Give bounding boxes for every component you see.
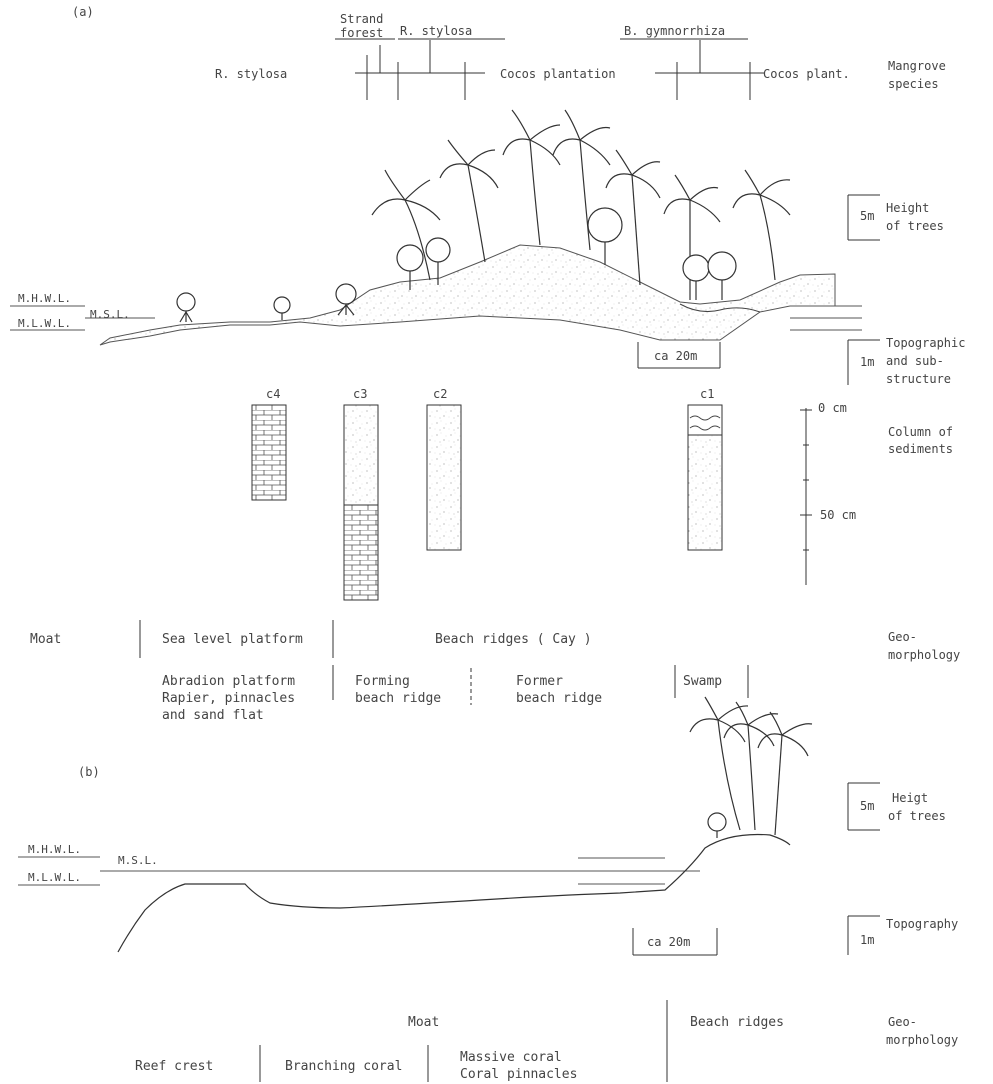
shrub-icon: [708, 813, 726, 838]
geo-forming-label: Forming: [355, 674, 410, 689]
height-scale-value-a: 5m: [860, 209, 874, 223]
trees-group-b: [690, 697, 812, 838]
core-label-c3: c3: [353, 387, 367, 401]
broadleaf-tree-icon: [588, 208, 622, 265]
geo-axis-label-b: Geo-: [888, 1015, 917, 1029]
geo-branching-coral-label: Branching coral: [285, 1059, 402, 1074]
sediment-column-axis-label: Column of: [888, 425, 953, 439]
geo-abrasion-label: Abradion platform: [162, 674, 295, 689]
msl-label-a: M.S.L.: [90, 308, 130, 321]
geo-swamp-label: Swamp: [683, 674, 722, 689]
topo-scale-label-a-2: and sub-: [886, 354, 944, 368]
distance-scale-label-b: ca 20m: [647, 935, 690, 949]
mhwl-label-b: M.H.W.L.: [28, 843, 81, 856]
topo-scale-label-b: Topography: [886, 917, 958, 931]
core-label-c2: c2: [433, 387, 447, 401]
geo-abrasion-label-2: Rapier, pinnacles: [162, 691, 295, 706]
palm-tree-icon: [690, 697, 748, 830]
panel-a-label: (a): [72, 5, 94, 19]
cocos-plantation-label: Cocos plantation: [500, 67, 616, 81]
palm-tree-icon: [724, 702, 778, 830]
core-label-c4: c4: [266, 387, 280, 401]
mangrove-shrub-icon: [177, 293, 195, 322]
strand-forest-label: Strand: [340, 12, 383, 26]
mlwl-label-a: M.L.W.L.: [18, 317, 71, 330]
height-scale-label-a-2: of trees: [886, 219, 944, 233]
topo-scale-label-a: Topographic: [886, 336, 965, 350]
height-scale-label-b-2: of trees: [888, 809, 946, 823]
broadleaf-tree-icon: [683, 252, 736, 300]
geo-sea-level-platform-label: Sea level platform: [162, 632, 303, 647]
geo-massive-label: Massive coral: [460, 1050, 562, 1065]
depth-top-label: 0 cm: [818, 401, 847, 415]
geo-beach-ridges-cay-label: Beach ridges ( Cay ): [435, 632, 592, 647]
geo-abrasion-label-3: and sand flat: [162, 708, 264, 723]
sediment-core-c3-lower: [344, 505, 378, 600]
height-scale-label-b: Heigt: [892, 791, 928, 805]
geo-massive-label-2: Coral pinnacles: [460, 1067, 577, 1082]
geo-former-label-2: beach ridge: [516, 691, 602, 706]
height-scale-value-b: 5m: [860, 799, 874, 813]
topo-scale-value-a: 1m: [860, 355, 874, 369]
palm-tree-icon: [733, 170, 790, 280]
sediment-column-axis-label-2: sediments: [888, 442, 953, 456]
mangrove-species-axis-label: Mangrove: [888, 59, 946, 73]
msl-label-b: M.S.L.: [118, 854, 158, 867]
r-stylosa-left-label: R. stylosa: [215, 67, 287, 81]
sediment-core-c2: [427, 405, 461, 550]
distance-scale-label-a: ca 20m: [654, 349, 697, 363]
r-stylosa-top-label: R. stylosa: [400, 24, 472, 38]
geo-axis-label-b-2: morphology: [886, 1033, 958, 1047]
cocos-plant-label: Cocos plant.: [763, 67, 850, 81]
topo-scale-label-a-3: structure: [886, 372, 951, 386]
geo-beach-ridges-label-b: Beach ridges: [690, 1015, 784, 1030]
geo-forming-label-2: beach ridge: [355, 691, 441, 706]
topo-scale-value-b: 1m: [860, 933, 874, 947]
geo-axis-label-a: Geo-: [888, 630, 917, 644]
geo-former-label: Former: [516, 674, 563, 689]
depth-mid-label: 50 cm: [820, 508, 856, 522]
b-gymnorrhiza-label: B. gymnorrhiza: [624, 24, 725, 38]
core-label-c1: c1: [700, 387, 714, 401]
geo-axis-label-a-2: morphology: [888, 648, 960, 662]
sediment-core-c3-upper: [344, 405, 378, 505]
geo-reef-crest-label: Reef crest: [135, 1059, 213, 1074]
sediment-core-c4: [252, 405, 286, 500]
mlwl-label-b: M.L.W.L.: [28, 871, 81, 884]
palm-tree-icon: [503, 110, 560, 245]
height-scale-label-a: Height: [886, 201, 929, 215]
mangrove-shrub-icon: [274, 297, 290, 320]
strand-forest-label-2: forest: [340, 26, 383, 40]
sediment-core-c1: [688, 435, 722, 550]
geo-moat-label-b: Moat: [408, 1015, 439, 1030]
panel-b-label: (b): [78, 765, 100, 779]
palm-tree-icon: [758, 712, 812, 835]
mhwl-label-a: M.H.W.L.: [18, 292, 71, 305]
mangrove-species-axis-label-2: species: [888, 77, 939, 91]
palm-tree-icon: [664, 175, 720, 300]
depth-axis: [800, 408, 812, 585]
geo-moat-label-a: Moat: [30, 632, 61, 647]
